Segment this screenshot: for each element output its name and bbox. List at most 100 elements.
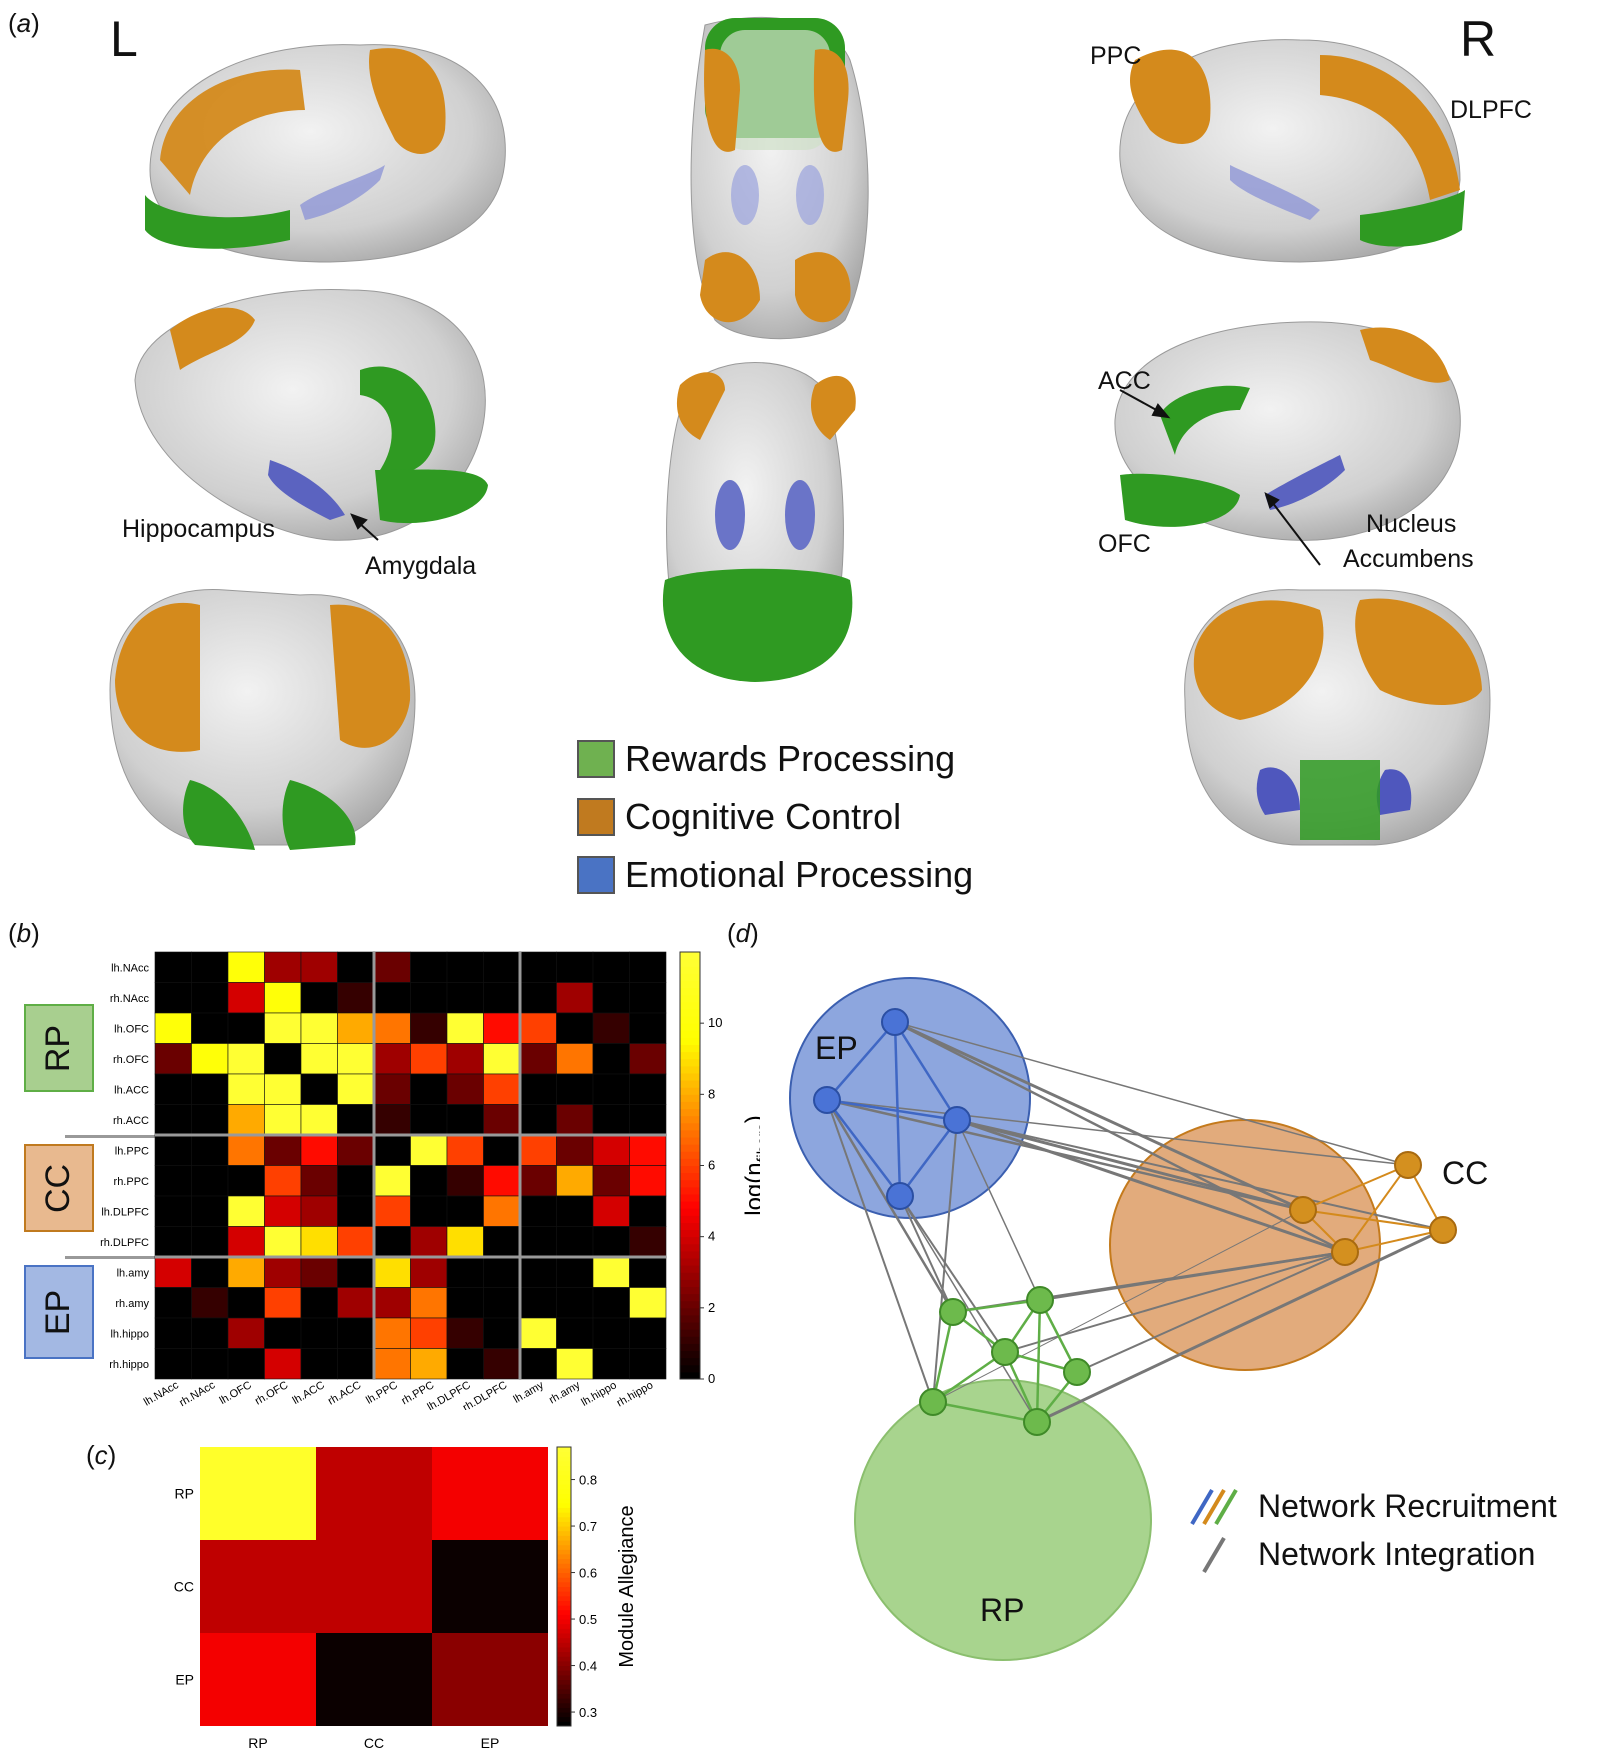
heatmap-cell xyxy=(556,1104,594,1136)
heatmap-cell xyxy=(154,1226,192,1258)
heatmap-cell xyxy=(373,1256,411,1288)
legend-emotional: Emotional Processing xyxy=(577,854,973,896)
colorbar-segment xyxy=(680,966,700,974)
heatmap-cell xyxy=(264,1104,302,1136)
column-tick-label: RP xyxy=(248,1735,267,1751)
emotional-region xyxy=(1265,455,1345,510)
heatmap-cell xyxy=(483,982,521,1014)
colorbar-segment xyxy=(680,973,700,981)
heatmap-cell xyxy=(300,1104,338,1136)
network-edge xyxy=(932,1400,1038,1424)
reward-region xyxy=(375,469,488,524)
colorbar-segment xyxy=(557,1595,571,1601)
colorbar-tick-label: 4 xyxy=(708,1229,715,1244)
colorbar-segment xyxy=(557,1716,571,1722)
heatmap-cell xyxy=(191,1287,229,1319)
network-edge xyxy=(826,1098,958,1122)
colorbar-segment xyxy=(557,1493,571,1499)
cognitive-region xyxy=(1360,327,1450,383)
colorbar-segment xyxy=(680,1193,700,1202)
colorbar-segment xyxy=(680,1129,700,1138)
colorbar-segment xyxy=(680,1037,700,1046)
heatmap-cell xyxy=(337,1043,375,1075)
heatmap-cell xyxy=(410,1317,448,1349)
rp-node xyxy=(1026,1286,1054,1314)
heatmap-cell xyxy=(483,1287,521,1319)
heatmap-cell xyxy=(300,1165,338,1197)
heatmap-cell xyxy=(337,1287,375,1319)
heatmap-cell xyxy=(556,1226,594,1258)
heatmap-cell xyxy=(483,1012,521,1044)
heatmap-cell xyxy=(410,1165,448,1197)
reward-region xyxy=(1300,760,1380,840)
heatmap-cell xyxy=(191,1165,229,1197)
heatmap-cell xyxy=(519,1287,557,1319)
heatmap-cell xyxy=(556,1256,594,1288)
column-tick-label: EP xyxy=(481,1735,500,1751)
label-hippocampus: Hippocampus xyxy=(122,515,275,543)
heatmap-cell xyxy=(191,1073,229,1105)
row-tick-label: lh.hippo xyxy=(110,1328,149,1340)
row-tick-label: EP xyxy=(175,1672,194,1688)
module-cc-label: CC xyxy=(1442,1155,1489,1191)
heatmap-cell xyxy=(592,1348,630,1380)
heatmap-cell xyxy=(446,951,484,983)
heatmap-cell xyxy=(592,951,630,983)
heatmap-cell xyxy=(154,1256,192,1288)
colorbar-segment xyxy=(680,1080,700,1088)
heatmap-cell xyxy=(373,1104,411,1136)
colorbar-segment xyxy=(557,1637,571,1643)
rp-node xyxy=(939,1298,967,1326)
network-edge xyxy=(899,1195,954,1313)
heatmap-cell xyxy=(483,1073,521,1105)
heatmap-cell xyxy=(373,1043,411,1075)
colorbar-segment xyxy=(557,1530,571,1536)
network-edge xyxy=(932,1350,1006,1404)
colorbar-frame xyxy=(556,1446,572,1727)
heatmap-cell xyxy=(154,1043,192,1075)
heatmap-cell xyxy=(410,1287,448,1319)
colorbar-segment xyxy=(557,1577,571,1583)
heatmap-cell xyxy=(629,1287,667,1319)
column-tick-label: lh.amy xyxy=(512,1379,546,1406)
network-edge xyxy=(899,1195,1006,1353)
heatmap-cell xyxy=(519,1104,557,1136)
colorbar-segment xyxy=(557,1460,571,1467)
heatmap-cell xyxy=(337,1104,375,1136)
ep-node xyxy=(881,1008,909,1036)
colorbar-label: log(nfibers) xyxy=(741,1115,760,1216)
heatmap-cell xyxy=(264,982,302,1014)
reward-region xyxy=(1120,473,1240,527)
colorbar-segment xyxy=(557,1549,571,1555)
heatmap-cell xyxy=(556,1073,594,1105)
colorbar-segment xyxy=(680,1172,700,1181)
colorbar-segment xyxy=(680,1094,700,1102)
column-tick-label: lh.OFC xyxy=(218,1379,254,1407)
colorbar-segment xyxy=(557,1660,571,1667)
heatmap-cell xyxy=(300,1287,338,1319)
heatmap-cell xyxy=(629,1317,667,1349)
network-edge xyxy=(931,1311,955,1403)
column-tick-label: lh.hippo xyxy=(579,1379,618,1409)
heatmap-cell xyxy=(264,1043,302,1075)
module-rp-circle xyxy=(854,1379,1152,1661)
network-edge xyxy=(1035,1299,1042,1423)
colorbar-segment xyxy=(557,1456,571,1462)
heatmap-cell xyxy=(154,1165,192,1197)
colorbar-segment xyxy=(680,1030,700,1038)
heatmap-cell xyxy=(410,1348,448,1380)
heatmap-cell xyxy=(519,982,557,1014)
colorbar-segment xyxy=(557,1619,571,1625)
heatmap-cell xyxy=(519,1195,557,1227)
cc-node xyxy=(1429,1216,1457,1244)
allegiance-cell xyxy=(200,1447,316,1540)
colorbar-segment xyxy=(680,1122,700,1131)
network-edge xyxy=(1302,1209,1444,1231)
legend-cognitive: Cognitive Control xyxy=(577,796,901,838)
column-tick-label: lh.NAcc xyxy=(142,1379,181,1409)
colorbar-segment xyxy=(557,1586,571,1592)
network-edge xyxy=(894,1020,1304,1212)
left-hemisphere-letter: L xyxy=(110,11,138,67)
colorbar-segment xyxy=(557,1572,571,1578)
colorbar-tick-label: 0.8 xyxy=(579,1473,597,1488)
